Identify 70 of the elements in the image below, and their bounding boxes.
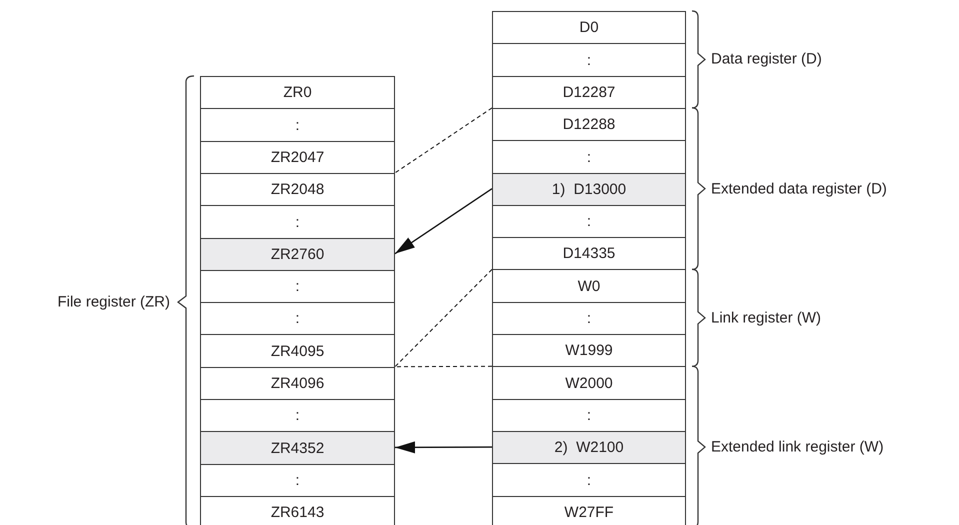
register-label: : bbox=[295, 116, 300, 134]
register-cell bbox=[492, 76, 686, 110]
register-cell bbox=[492, 172, 686, 206]
register-label: : bbox=[295, 472, 300, 489]
register-label: : bbox=[295, 214, 300, 231]
register-label: W2000 bbox=[565, 374, 613, 392]
register-label: W0 bbox=[578, 278, 600, 295]
register-label: : bbox=[586, 148, 592, 166]
register-cell bbox=[492, 237, 686, 271]
register-cell bbox=[492, 398, 686, 432]
register-cell bbox=[492, 302, 686, 336]
register-cell bbox=[200, 399, 395, 433]
register-label: : bbox=[586, 406, 592, 424]
register-label: ZR2048 bbox=[270, 181, 324, 198]
register-label: : bbox=[586, 310, 592, 328]
register-label: ZR0 bbox=[283, 84, 312, 102]
register-cell bbox=[492, 334, 686, 368]
register-label: : bbox=[586, 52, 592, 69]
register-cell bbox=[200, 76, 395, 110]
register-label: W1999 bbox=[565, 342, 613, 360]
register-group-label: Data register (D) bbox=[711, 50, 822, 68]
register-cell bbox=[492, 140, 686, 174]
register-group-label: Link register (W) bbox=[711, 309, 822, 326]
arrow bbox=[395, 441, 492, 454]
register-cell bbox=[492, 204, 686, 239]
register-cell bbox=[492, 108, 686, 142]
register-cell bbox=[200, 496, 395, 525]
register-cell bbox=[200, 302, 395, 336]
dashed-line bbox=[394, 268, 492, 368]
register-cell bbox=[200, 334, 395, 368]
register-cell bbox=[492, 496, 686, 525]
register-cell bbox=[200, 238, 395, 272]
register-label: ZR2047 bbox=[270, 148, 324, 166]
register-cell bbox=[200, 205, 395, 239]
register-cell bbox=[492, 463, 686, 497]
register-label: D12287 bbox=[562, 84, 616, 101]
register-cell bbox=[200, 464, 395, 498]
register-label: : bbox=[295, 278, 300, 296]
register-cell bbox=[200, 108, 395, 142]
register-label: 2) W2100 bbox=[554, 439, 624, 456]
register-label: : bbox=[295, 407, 300, 424]
register-label: D0 bbox=[579, 19, 599, 36]
register-label: ZR4096 bbox=[270, 375, 324, 392]
register-label: ZR4095 bbox=[270, 342, 324, 360]
dashed-line bbox=[394, 366, 492, 368]
register-group-label: Extended link register (W) bbox=[711, 438, 884, 456]
register-label: ZR6143 bbox=[270, 504, 324, 522]
register-group-label: File register (ZR) bbox=[57, 294, 170, 311]
register-label: : bbox=[586, 213, 592, 230]
dashed-line bbox=[394, 107, 492, 174]
register-group-label: Extended data register (D) bbox=[711, 180, 887, 198]
register-cell bbox=[200, 366, 395, 400]
register-cell bbox=[492, 366, 686, 400]
register-label: ZR4352 bbox=[270, 440, 324, 457]
register-label: D14335 bbox=[562, 245, 616, 262]
register-label: : bbox=[295, 310, 300, 328]
register-cell bbox=[492, 43, 686, 78]
register-cell bbox=[492, 11, 686, 45]
register-label: 1) D13000 bbox=[552, 180, 626, 198]
arrow bbox=[394, 188, 492, 254]
register-cell bbox=[200, 431, 395, 466]
register-cell bbox=[492, 269, 686, 304]
register-label: : bbox=[586, 472, 592, 489]
register-label: W27FF bbox=[564, 504, 614, 521]
register-cell bbox=[200, 172, 395, 207]
register-cell bbox=[200, 270, 395, 304]
register-label: ZR2760 bbox=[270, 246, 324, 263]
register-cell bbox=[492, 430, 686, 465]
register-label: D12288 bbox=[562, 116, 616, 134]
register-cell bbox=[200, 140, 395, 174]
